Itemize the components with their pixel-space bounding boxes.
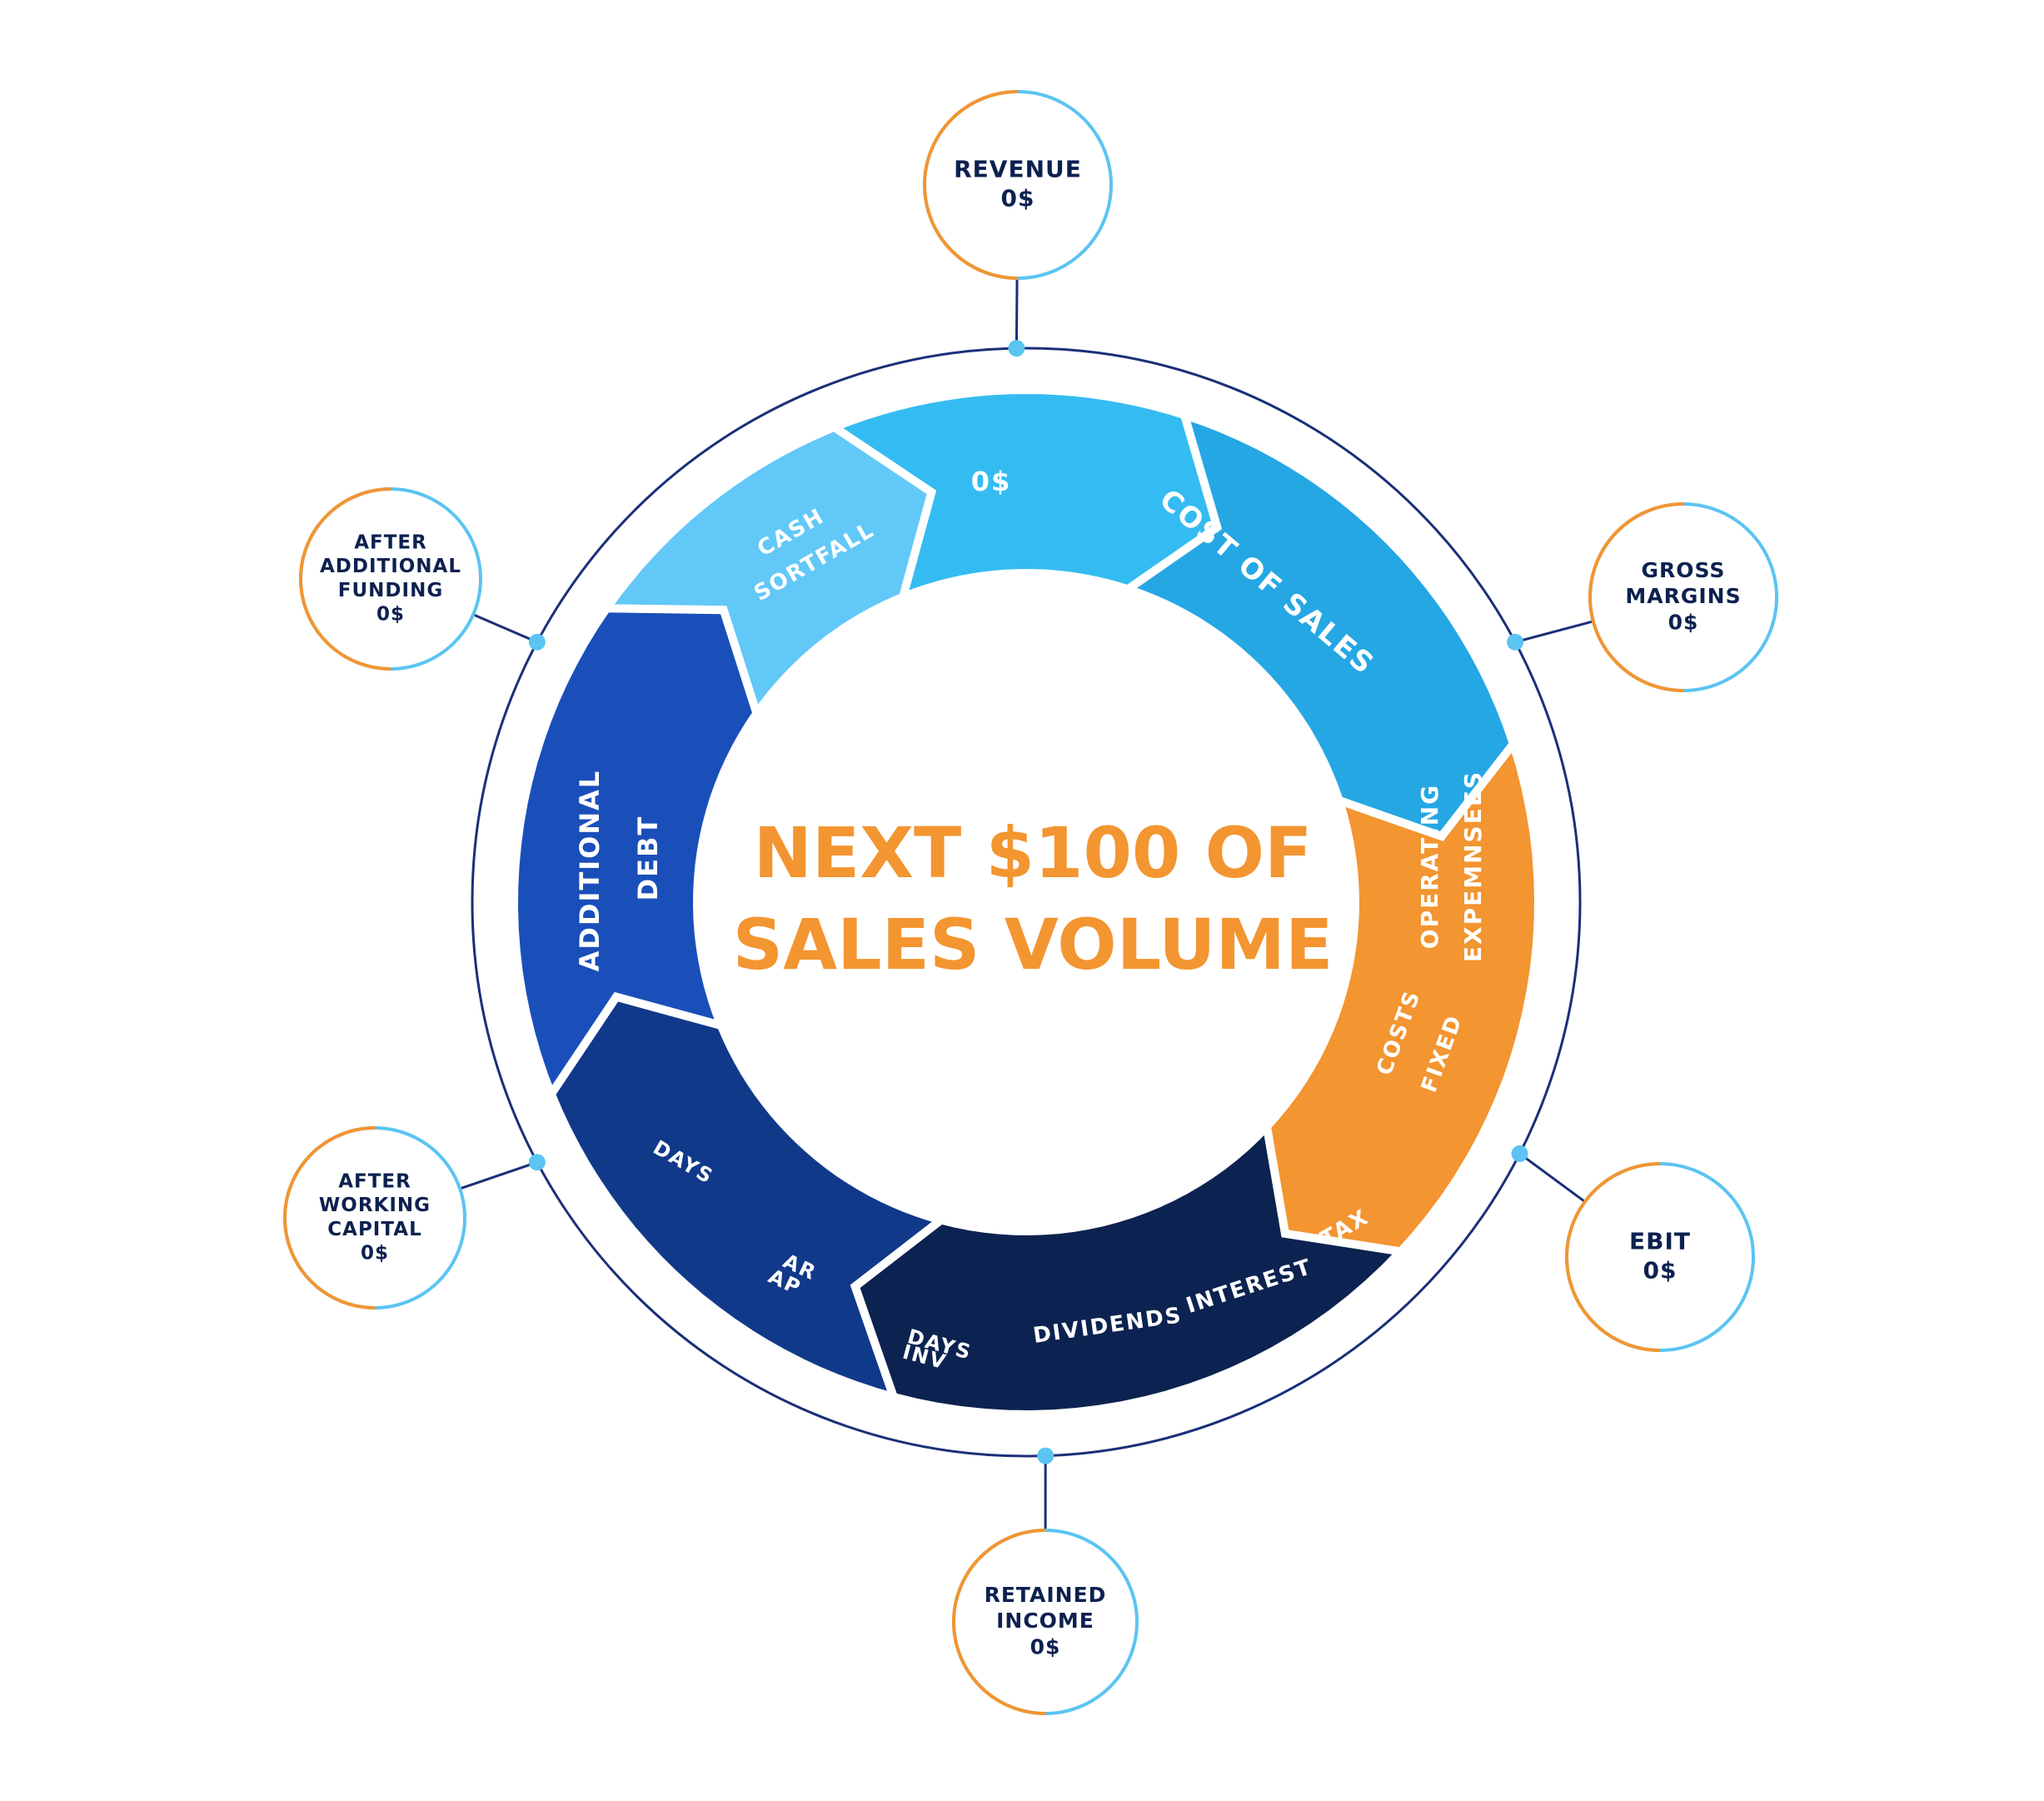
node-after-additional-funding-text: AFTER	[354, 531, 427, 553]
node-retained-income-text: 0$	[1030, 1634, 1061, 1659]
segment-additional-debt-label: DEBT	[632, 816, 664, 901]
segment-operating-expenses-label: OPERATING	[1416, 784, 1443, 949]
node-revenue-connector	[1016, 278, 1017, 348]
node-after-additional-funding-dot	[529, 634, 546, 651]
node-ebit-dot	[1512, 1145, 1528, 1162]
node-gross-margins-text: 0$	[1668, 610, 1699, 634]
node-ebit-connector	[1520, 1154, 1585, 1202]
node-after-additional-funding-text: ADDITIONAL	[320, 556, 461, 577]
node-ebit-text: EBIT	[1629, 1228, 1691, 1255]
node-after-working-capital: AFTER WORKING CAPITAL 0$	[285, 1128, 546, 1308]
node-revenue-dot	[1008, 340, 1024, 357]
node-after-working-capital-text: WORKING	[319, 1195, 431, 1216]
node-after-additional-funding-text: 0$	[376, 604, 405, 626]
node-revenue-text: 0$	[1001, 185, 1035, 212]
node-retained-income-text: INCOME	[996, 1609, 1094, 1633]
center-title-line1: NEXT $100 OF	[754, 812, 1313, 894]
center-title-line2: SALES VOLUME	[733, 904, 1334, 985]
node-gross-margins-text: GROSS	[1642, 558, 1726, 582]
node-after-working-capital-dot	[529, 1154, 546, 1170]
node-after-working-capital-text: AFTER	[338, 1170, 411, 1192]
node-revenue-text: REVENUE	[954, 156, 1082, 183]
node-retained-income-text: RETAINED	[985, 1583, 1107, 1607]
node-gross-margins-text: MARGINS	[1625, 584, 1741, 608]
node-after-working-capital-text: CAPITAL	[327, 1219, 421, 1240]
node-retained-income-dot	[1037, 1448, 1054, 1464]
node-gross-margins-connector	[1515, 621, 1593, 642]
segment-zero-label: 0$	[971, 466, 1012, 497]
node-after-additional-funding-text: FUNDING	[338, 580, 443, 601]
node-after-additional-funding-connector	[473, 615, 537, 642]
node-after-working-capital-connector	[460, 1162, 537, 1189]
node-ebit-text: 0$	[1643, 1257, 1678, 1285]
node-after-working-capital-text: 0$	[361, 1243, 389, 1265]
node-after-additional-funding: AFTER ADDITIONAL FUNDING 0$	[301, 489, 546, 669]
segment-additional-debt-label: ADDITIONAL	[574, 770, 606, 972]
segment-operating-expenses-label: EXPEMNSEES	[1459, 771, 1487, 962]
node-gross-margins-dot	[1507, 634, 1523, 651]
